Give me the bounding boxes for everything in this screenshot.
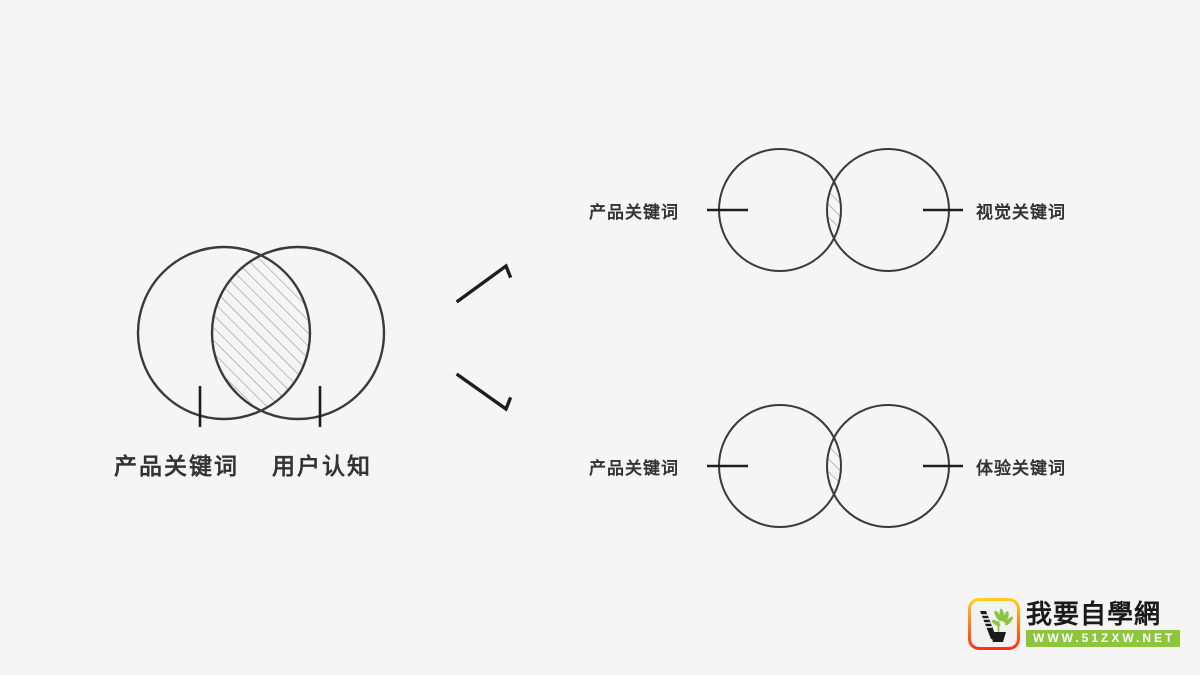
plant-in-pot-icon	[971, 601, 1017, 647]
connectors	[455, 263, 513, 412]
logo-url: WWW.51ZXW.NET	[1026, 629, 1181, 648]
source-venn	[136, 245, 386, 427]
source-venn-right-label: 用户认知	[272, 453, 372, 479]
logo-badge	[968, 598, 1020, 650]
visual-venn	[707, 148, 963, 272]
source-venn-left-label: 产品关键词	[114, 453, 239, 479]
logo-text-block: 我要自學網 WWW.51ZXW.NET	[1026, 598, 1181, 650]
source-venn-right-circle	[210, 245, 386, 421]
experience-venn	[707, 404, 963, 528]
chevron-up-right-icon	[455, 263, 513, 304]
logo-title: 我要自學網	[1026, 598, 1162, 629]
visual-venn-left-label: 产品关键词	[589, 203, 679, 222]
source-venn-overlap	[212, 247, 310, 419]
visual-venn-right-label: 视觉关键词	[976, 203, 1066, 222]
watermark-logo: 我要自學網 WWW.51ZXW.NET	[968, 598, 1181, 650]
experience-venn-left-label: 产品关键词	[589, 459, 679, 478]
chevron-down-right-icon	[455, 372, 513, 412]
source-venn-left-circle	[136, 245, 312, 421]
experience-venn-right-label: 体验关键词	[976, 459, 1066, 478]
